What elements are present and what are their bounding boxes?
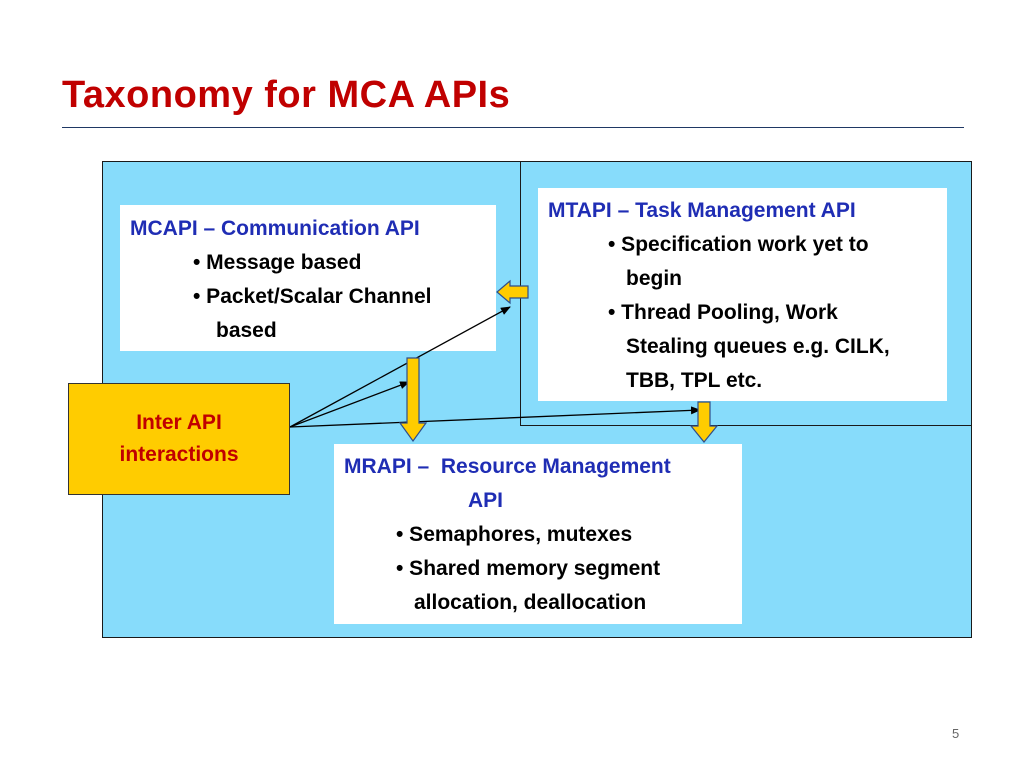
mrapi-box: MRAPI – Resource Management API • Semaph… bbox=[334, 444, 742, 624]
title-divider bbox=[62, 127, 964, 128]
panel-horizontal-divider bbox=[520, 425, 972, 426]
mtapi-bullet-specification: • Specification work yet to bbox=[608, 233, 869, 256]
block-arrow-mcapi-to-mrapi bbox=[398, 357, 428, 443]
arrow-to-mtapi-mrapi-link bbox=[289, 406, 701, 428]
arrow-to-mcapi-mtapi-link bbox=[289, 306, 511, 428]
page-number: 5 bbox=[952, 726, 960, 741]
mrapi-bullet-semaphores: • Semaphores, mutexes bbox=[396, 523, 633, 546]
mtapi-bullet-thread-pooling: • Thread Pooling, Work bbox=[608, 301, 838, 324]
mtapi-bullet-thread-pooling-cont1: Stealing queues e.g. CILK, bbox=[626, 335, 890, 358]
mcapi-bullet-channel: • Packet/Scalar Channel bbox=[193, 285, 432, 308]
block-arrow-mtapi-to-mcapi bbox=[496, 279, 529, 305]
mcapi-header: MCAPI – Communication API bbox=[130, 217, 420, 240]
mrapi-bullet-shared-memory-cont: allocation, deallocation bbox=[414, 591, 647, 614]
inter-api-label-line2: interactions bbox=[119, 443, 239, 466]
inter-api-interactions-box: Inter API interactions bbox=[68, 383, 290, 495]
slide-title: Taxonomy for MCA APIs bbox=[62, 74, 511, 116]
mtapi-header: MTAPI – Task Management API bbox=[548, 199, 856, 222]
mtapi-bullet-specification-cont: begin bbox=[626, 267, 682, 290]
block-arrow-mtapi-to-mrapi bbox=[689, 401, 719, 443]
mcapi-bullet-channel-cont: based bbox=[216, 319, 277, 342]
mrapi-header-cont: API bbox=[468, 489, 504, 512]
inter-api-label-line1: Inter API bbox=[136, 411, 222, 434]
mtapi-bullet-thread-pooling-cont2: TBB, TPL etc. bbox=[626, 369, 763, 392]
mrapi-bullet-shared-memory: • Shared memory segment bbox=[396, 557, 661, 580]
mrapi-header: MRAPI – Resource Management bbox=[344, 455, 671, 478]
arrow-to-mcapi-mrapi-link bbox=[289, 381, 410, 428]
mtapi-box: MTAPI – Task Management API • Specificat… bbox=[538, 188, 947, 401]
mcapi-box: MCAPI – Communication API • Message base… bbox=[120, 205, 496, 351]
mcapi-bullet-message: • Message based bbox=[193, 251, 362, 274]
